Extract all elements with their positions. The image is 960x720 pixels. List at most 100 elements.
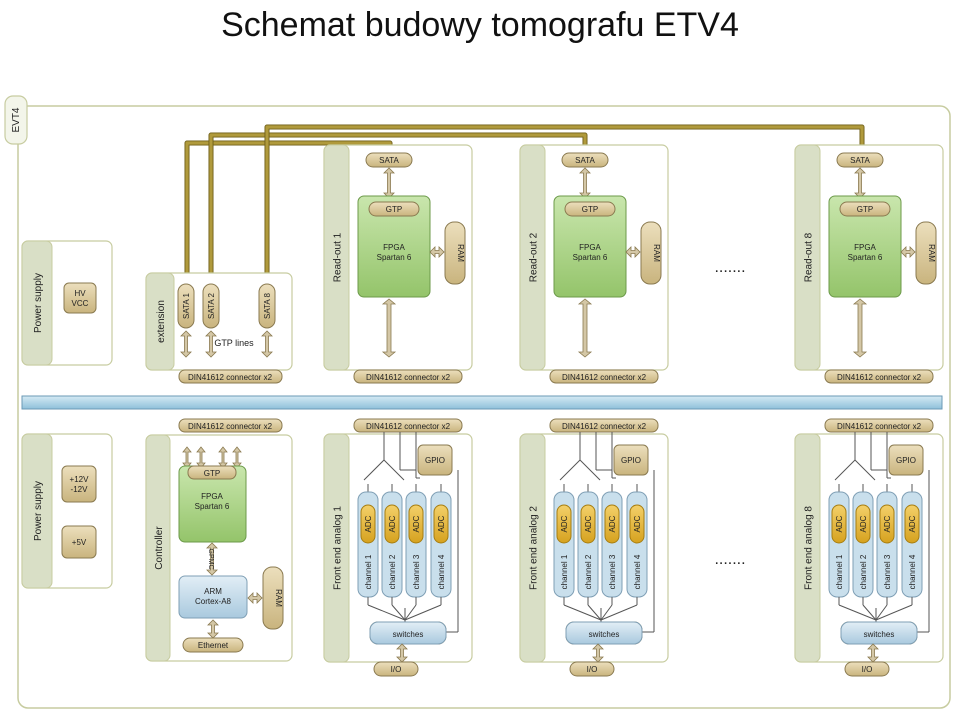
frontend-wire-g: [579, 459, 601, 481]
frontend-channel-label: channel 3: [883, 554, 892, 589]
controller-gpmc-label: GPMC: [207, 549, 214, 570]
frontend-channel-label: channel 2: [859, 554, 868, 589]
readout-ram-2: [640, 221, 662, 285]
bottom-power-label-panel-label: Power supply: [33, 481, 44, 541]
hv-vcc-chip: [63, 282, 97, 314]
frontend-connector-2: [549, 418, 659, 433]
channel-wire-merge: [875, 604, 888, 621]
channel-wire-merge: [600, 604, 638, 621]
channel-wire-merge: [875, 604, 913, 621]
frontend-adc-label: ADC: [908, 515, 917, 532]
extension-label-panel: [145, 272, 175, 371]
readout-sata-label: SATA: [850, 156, 870, 165]
readout-label-panel-1: [323, 144, 350, 371]
readout-fpga-label: Spartan 6: [573, 253, 608, 262]
readout-fpga-label: Spartan 6: [377, 253, 412, 262]
frontend-adc-label: ADC: [633, 515, 642, 532]
channel-wire-merge: [862, 604, 877, 621]
sata-port-3: [258, 283, 276, 329]
readout-gtp-3: [839, 201, 891, 217]
readout-ram-label: RAM: [652, 244, 661, 262]
frontend-channel-label: channel 3: [608, 554, 617, 589]
readout-label-panel-2: [519, 144, 546, 371]
controller-label-panel: [145, 434, 171, 662]
readout-connector-label: DIN41612 connector x2: [837, 373, 922, 382]
channel-wire-merge: [838, 604, 877, 621]
ext-arrow-1: [180, 330, 192, 358]
controller-connector-label: DIN41612 connector x2: [188, 422, 273, 431]
channel-wire-merge: [391, 604, 406, 621]
sata-port-label: SATA 2: [207, 292, 216, 318]
controller-ethernet-label: Ethernet: [198, 641, 229, 650]
bottom-power-label-panel: [21, 433, 53, 589]
readout-sata-label: SATA: [575, 156, 595, 165]
channel-wire-merge: [404, 604, 442, 621]
channel-wire-merge: [600, 604, 613, 621]
frontend-io-3: [844, 661, 890, 677]
frontend-io-1: [373, 661, 419, 677]
frontend-adc-label: ADC: [584, 515, 593, 532]
frontend-wire-g: [854, 459, 876, 481]
page-title: Schemat budowy tomografu ETV4: [221, 6, 739, 44]
frontend-adc-1-4: [433, 504, 449, 544]
frontend-adc-2-2: [580, 504, 596, 544]
ext-arrow-1: [180, 330, 192, 358]
frontend-adc-label: ADC: [835, 515, 844, 532]
readout-connector-1: [353, 369, 463, 384]
frontend-switches-label: switches: [393, 630, 424, 639]
frontend-io-label: I/O: [391, 665, 402, 674]
frontend-wire-f: [834, 459, 856, 481]
frontend-adc-label: ADC: [412, 515, 421, 532]
p5v-chip: [61, 525, 97, 559]
readout-gtp-label: GTP: [386, 205, 402, 214]
frontend-channel-label: channel 4: [908, 554, 917, 589]
frontend-connector-label: DIN41612 connector x2: [562, 422, 647, 431]
channel-wire-merge: [367, 604, 406, 621]
top-power-label-panel-label: Power supply: [33, 273, 44, 333]
sata-port-label: SATA 1: [182, 292, 191, 318]
hv-vcc-label: HV: [74, 289, 86, 298]
readout-bus-arrow-1: [381, 298, 397, 358]
frontend-adc-label: ADC: [859, 515, 868, 532]
pm12v-label: +12V: [70, 475, 90, 484]
frontend-switches-fill-1: [369, 621, 447, 645]
frontend-switches-label: switches: [864, 630, 895, 639]
frontend-adc-label: ADC: [364, 515, 373, 532]
readout-gtp-2: [564, 201, 616, 217]
readout-connector-label: DIN41612 connector x2: [366, 373, 451, 382]
frontend-channel-label: channel 4: [633, 554, 642, 589]
frontend-channel-label: channel 3: [412, 554, 421, 589]
controller-fpga-label: FPGA: [201, 492, 223, 501]
ext-arrow-2: [205, 330, 217, 358]
frontend-connector-3: [824, 418, 934, 433]
frontend-adc-label: ADC: [388, 515, 397, 532]
readout-ram-arrow-2: [625, 246, 641, 258]
top-ellipsis: .......: [714, 259, 745, 276]
readout-bus-arrow-1: [381, 298, 397, 358]
frontend-connector-label: DIN41612 connector x2: [366, 422, 451, 431]
frontend-label-panel-2: [519, 433, 546, 663]
pm12v-label: -12V: [71, 485, 89, 494]
frontend-adc-2-3: [604, 504, 620, 544]
frontend-adc-label: ADC: [608, 515, 617, 532]
frontend-label-panel-3: [794, 433, 821, 663]
readout-connector-3: [824, 369, 934, 384]
readout-ram-label: RAM: [927, 244, 936, 262]
readout-label-panel-1-label: Read-out 1: [333, 232, 344, 282]
gtp-lines-label: GTP lines: [214, 338, 254, 348]
frontend-adc-2-4: [629, 504, 645, 544]
controller-gtp: [187, 465, 237, 480]
readout-sata-2: [561, 152, 609, 168]
readout-ram-arrow-1: [429, 246, 445, 258]
readout-fpga-label: FPGA: [854, 243, 876, 252]
readout-ram-label: RAM: [456, 244, 465, 262]
controller-ram-label: RAM: [274, 589, 283, 607]
controller-ram-arrow: [247, 592, 263, 604]
controller-gpmc-arrow: [206, 542, 218, 576]
bottom-ellipsis: .......: [714, 551, 745, 568]
sata-port-2: [202, 283, 220, 329]
controller-arm-label: ARM: [204, 587, 222, 596]
readout-gtp-1: [368, 201, 420, 217]
frontend-label-panel-3-label: Front end analog 8: [804, 506, 815, 590]
frontend-channel-label: channel 1: [560, 554, 569, 589]
